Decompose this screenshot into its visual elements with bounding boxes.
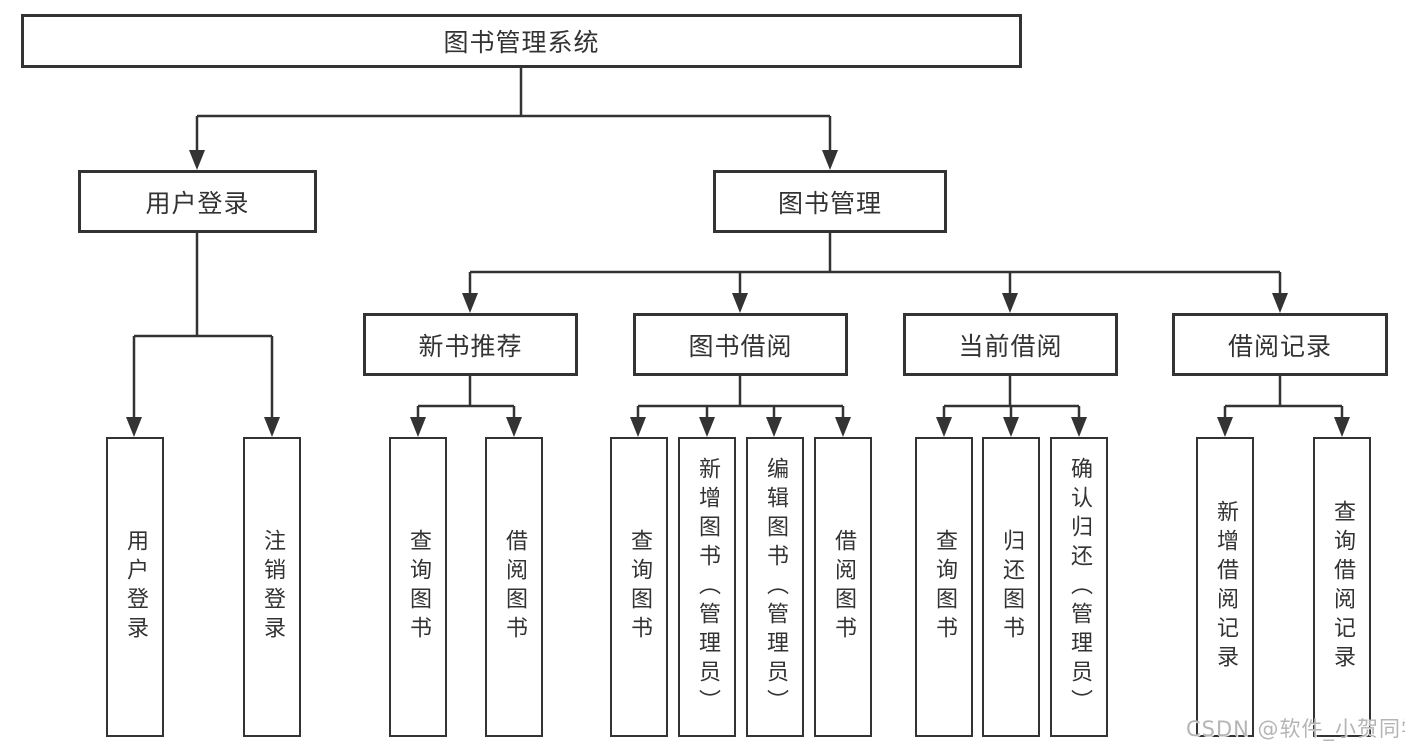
- leaf-logout-login-label: 注销登录: [260, 529, 285, 645]
- leaf-borrow-edit-books-admin: 编辑图书（管理员）: [746, 437, 804, 737]
- leaf-borrow-add-books-admin-label: 新增图书（管理员）: [695, 456, 720, 718]
- leaf-user-login: 用户登录: [106, 437, 164, 737]
- node-user-login: 用户登录: [78, 170, 317, 233]
- node-borrow-records: 借阅记录: [1172, 313, 1388, 376]
- node-book-management: 图书管理: [713, 170, 947, 233]
- leaf-current-return-books-label: 归还图书: [999, 529, 1024, 645]
- leaf-logout-login: 注销登录: [243, 437, 301, 737]
- leaf-current-confirm-return-admin-label: 确认归还（管理员）: [1067, 456, 1092, 718]
- leaf-borrow-query-books: 查询图书: [610, 437, 668, 737]
- leaf-records-add-borrow-record: 新增借阅记录: [1196, 437, 1254, 737]
- leaf-recommend-query-books-label: 查询图书: [406, 529, 431, 645]
- arrowheads-user-login: [126, 417, 280, 437]
- leaf-current-query-books: 查询图书: [915, 437, 973, 737]
- leaf-borrow-query-books-label: 查询图书: [627, 529, 652, 645]
- leaf-user-login-label: 用户登录: [123, 529, 148, 645]
- arrowheads-book-borrow: [630, 417, 851, 437]
- leaf-borrow-edit-books-admin-label: 编辑图书（管理员）: [763, 456, 788, 718]
- leaf-recommend-borrow-books-label: 借阅图书: [502, 529, 527, 645]
- node-current-borrow: 当前借阅: [903, 313, 1118, 376]
- connector-root: [195, 68, 832, 153]
- arrowheads-book-management: [462, 293, 1288, 313]
- leaf-records-add-borrow-record-label: 新增借阅记录: [1213, 500, 1238, 674]
- node-root-system: 图书管理系统: [21, 14, 1022, 68]
- node-user-login-label: 用户登录: [145, 188, 250, 218]
- arrowheads-current-borrow: [936, 417, 1087, 437]
- arrowheads-root: [189, 150, 838, 170]
- leaf-current-confirm-return-admin: 确认归还（管理员）: [1050, 437, 1108, 737]
- leaf-recommend-borrow-books: 借阅图书: [485, 437, 543, 737]
- node-new-book-recommend-label: 新书推荐: [418, 331, 523, 361]
- connector-current-borrow: [942, 376, 1081, 421]
- node-root-label: 图书管理系统: [443, 28, 600, 57]
- arrowheads-borrow-records: [1217, 417, 1350, 437]
- node-current-borrow-label: 当前借阅: [958, 331, 1063, 361]
- leaf-records-query-borrow-record-label: 查询借阅记录: [1330, 500, 1355, 674]
- node-book-borrow-label: 图书借阅: [688, 331, 793, 361]
- node-book-borrow: 图书借阅: [633, 313, 848, 376]
- leaf-records-query-borrow-record: 查询借阅记录: [1313, 437, 1371, 737]
- leaf-borrow-borrow-books-label: 借阅图书: [831, 529, 856, 645]
- connector-book-borrow: [636, 376, 845, 421]
- leaf-current-return-books: 归还图书: [982, 437, 1040, 737]
- watermark: CSDN @软件_小贺同学: [1186, 717, 1405, 741]
- arrowheads-new-book-recommend: [410, 417, 522, 437]
- leaf-current-query-books-label: 查询图书: [932, 529, 957, 645]
- node-new-book-recommend: 新书推荐: [363, 313, 578, 376]
- node-borrow-records-label: 借阅记录: [1227, 331, 1332, 361]
- node-book-management-label: 图书管理: [777, 188, 882, 218]
- leaf-borrow-borrow-books: 借阅图书: [814, 437, 872, 737]
- connector-user-login: [132, 233, 274, 420]
- leaf-borrow-add-books-admin: 新增图书（管理员）: [678, 437, 736, 737]
- leaf-recommend-query-books: 查询图书: [389, 437, 447, 737]
- connector-book-management: [468, 233, 1282, 296]
- connector-new-book-recommend: [416, 376, 516, 421]
- connector-borrow-records: [1223, 376, 1344, 421]
